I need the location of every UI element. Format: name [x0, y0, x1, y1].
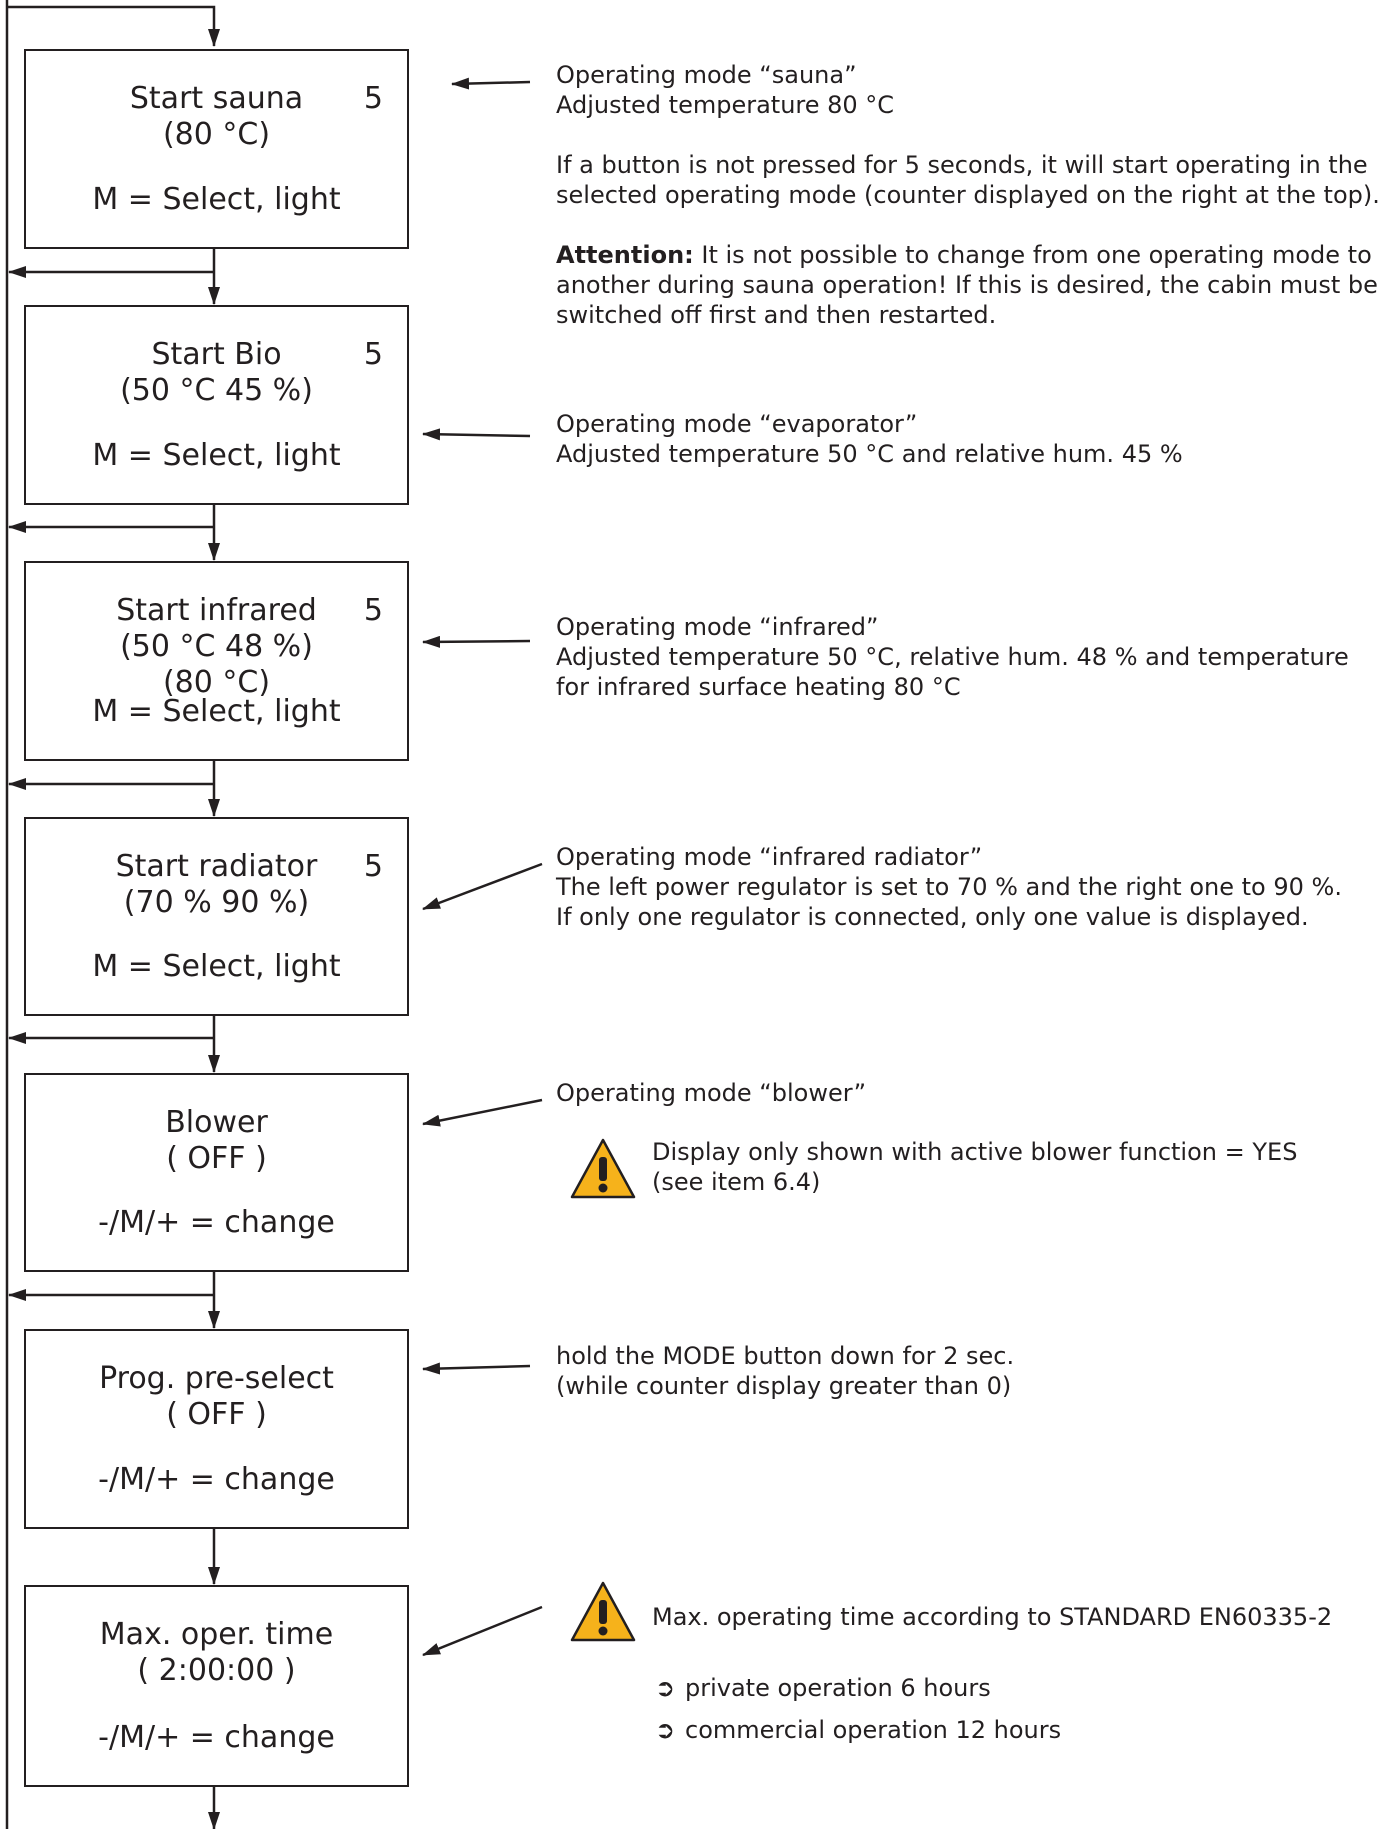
note-blower: Operating mode “blower”: [556, 1078, 866, 1108]
note-line: If a button is not pressed for 5 seconds…: [556, 151, 1368, 179]
note-line: for infrared surface heating 80 °C: [556, 673, 961, 701]
note-sauna: Operating mode “sauna” Adjusted temperat…: [556, 60, 1380, 330]
box-value: (50 °C 48 %): [120, 629, 313, 664]
blower-warning-text: Display only shown with active blower fu…: [652, 1137, 1297, 1197]
display-box-blower: Blower ( OFF ) -/M/+ = change: [24, 1073, 409, 1272]
pointer-bio: [422, 428, 531, 441]
note-line: Operating mode “blower”: [556, 1079, 867, 1107]
display-box-start-radiator: Start radiator 5 (70 % 90 %) M = Select,…: [24, 817, 409, 1016]
note-evaporator: Operating mode “evaporator” Adjusted tem…: [556, 409, 1183, 469]
box-action-hint: -/M/+ = change: [98, 1205, 335, 1240]
note-line: Operating mode “evaporator”: [556, 410, 918, 438]
warning-line: (see item 6.4): [652, 1168, 821, 1196]
arrow-bullet-icon: ➲: [655, 1716, 676, 1744]
box-title: Start infrared: [116, 593, 317, 628]
countdown-counter: 5: [363, 337, 383, 372]
note-line: (while counter display greater than 0): [556, 1372, 1012, 1400]
box-title: Start radiator: [115, 849, 318, 884]
box-value: ( 2:00:00 ): [137, 1653, 296, 1688]
note-line: hold the MODE button down for 2 sec.: [556, 1342, 1015, 1370]
box-action-hint: -/M/+ = change: [98, 1720, 335, 1755]
arrow-bullet-icon: ➲: [655, 1674, 676, 1702]
attention-text: It is not possible to change from one op…: [693, 241, 1372, 269]
note-line: Adjusted temperature 50 °C and relative …: [556, 440, 1183, 468]
display-box-max-oper-time: Max. oper. time ( 2:00:00 ) -/M/+ = chan…: [24, 1585, 409, 1787]
attention-label: Attention:: [556, 241, 694, 269]
note-line: Adjusted temperature 80 °C: [556, 91, 895, 119]
pointer-sauna: [451, 77, 531, 90]
countdown-counter: 5: [363, 593, 383, 628]
note-line: The left power regulator is set to 70 % …: [556, 873, 1342, 901]
note-line: Operating mode “infrared radiator”: [556, 843, 983, 871]
box-action-hint: M = Select, light: [92, 694, 341, 729]
note-line: switched off first and then restarted.: [556, 301, 997, 329]
note-line: Operating mode “infrared”: [556, 613, 879, 641]
countdown-counter: 5: [363, 81, 383, 116]
bullet-private-operation: ➲ private operation 6 hours: [655, 1673, 991, 1703]
display-box-start-bio: Start Bio 5 (50 °C 45 %) M = Select, lig…: [24, 305, 409, 505]
box-value: (50 °C 45 %): [120, 373, 313, 408]
bullet-commercial-operation: ➲ commercial operation 12 hours: [655, 1715, 1061, 1745]
warning-triangle-icon: [570, 1581, 636, 1642]
note-line: another during sauna operation! If this …: [556, 271, 1378, 299]
box-action-hint: -/M/+ = change: [98, 1462, 335, 1497]
pointer-maxtime: [422, 1605, 543, 1657]
note-line: selected operating mode (counter display…: [556, 181, 1380, 209]
box-action-hint: M = Select, light: [92, 438, 341, 473]
box-title: Blower: [165, 1105, 268, 1140]
note-preselect: hold the MODE button down for 2 sec. (wh…: [556, 1341, 1014, 1401]
attention-line: Attention: It is not possible to change …: [556, 240, 1380, 270]
countdown-counter: 5: [363, 849, 383, 884]
box-value: (70 % 90 %): [123, 885, 310, 920]
pointer-infrared: [422, 635, 531, 648]
note-line: If only one regulator is connected, only…: [556, 903, 1309, 931]
box-title: Start Bio: [151, 337, 282, 372]
warning-line: Display only shown with active blower fu…: [652, 1138, 1298, 1166]
box-action-hint: M = Select, light: [92, 949, 341, 984]
box-value: ( OFF ): [166, 1397, 267, 1432]
max-time-warning-text: Max. operating time according to STANDAR…: [652, 1603, 1333, 1631]
box-value: ( OFF ): [166, 1141, 267, 1176]
warning-triangle-icon: [570, 1138, 636, 1199]
pointer-blower: [422, 1098, 543, 1127]
note-line: Adjusted temperature 50 °C, relative hum…: [556, 643, 1349, 671]
box-value-secondary: (80 °C): [162, 665, 271, 700]
box-title: Max. oper. time: [99, 1617, 334, 1652]
pointer-preselect: [422, 1362, 531, 1375]
bullet-text: commercial operation 12 hours: [685, 1716, 1062, 1744]
note-infrared-radiator: Operating mode “infrared radiator” The l…: [556, 842, 1342, 932]
box-value: (80 °C): [162, 117, 271, 152]
bullet-text: private operation 6 hours: [685, 1674, 991, 1702]
box-title: Start sauna: [129, 81, 304, 116]
display-box-prog-preselect: Prog. pre-select ( OFF ) -/M/+ = change: [24, 1329, 409, 1529]
note-line: Operating mode “sauna”: [556, 61, 857, 89]
box-action-hint: M = Select, light: [92, 182, 341, 217]
box-title: Prog. pre-select: [99, 1361, 334, 1396]
display-box-start-infrared: Start infrared 5 (50 °C 48 %) (80 °C) M …: [24, 561, 409, 761]
note-infrared: Operating mode “infrared” Adjusted tempe…: [556, 612, 1349, 702]
entry-line: [7, 5, 220, 47]
display-box-start-sauna: Start sauna 5 (80 °C) M = Select, light: [24, 49, 409, 249]
pointer-radiator: [422, 862, 543, 911]
